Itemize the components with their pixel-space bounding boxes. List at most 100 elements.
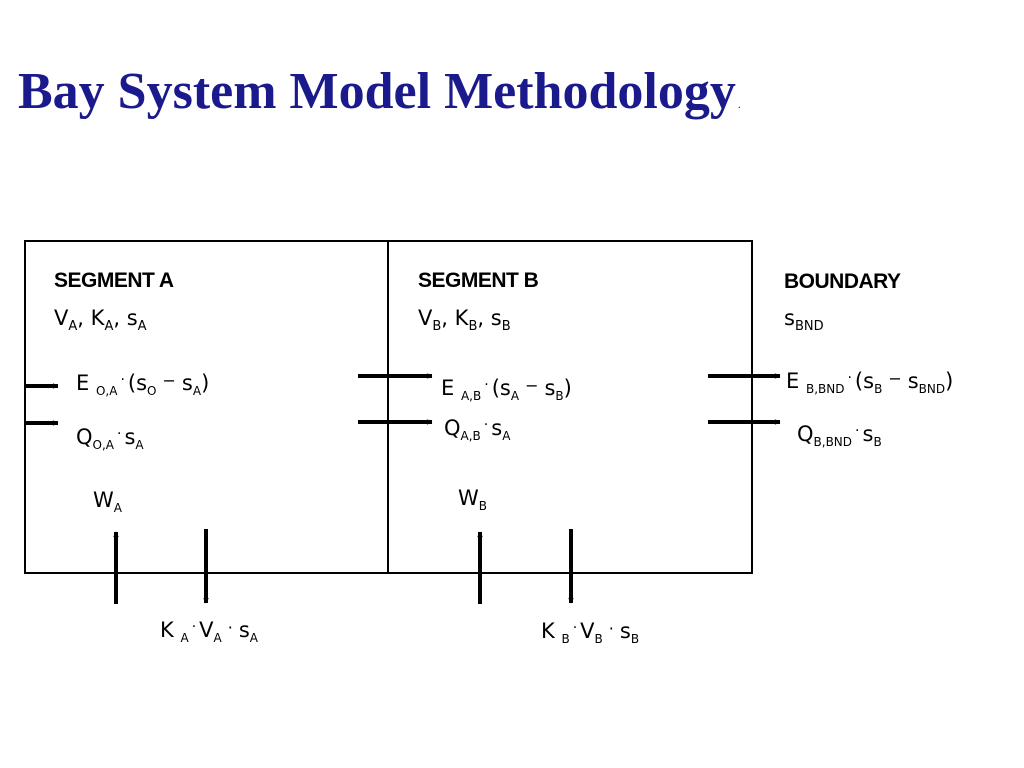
subscript: A [502, 429, 511, 443]
paren: ( [127, 371, 137, 395]
subscript: B [501, 319, 511, 334]
subscript: A [137, 319, 147, 334]
separator: , [113, 306, 121, 330]
segment-b-advection-term: QA,B·sA [444, 416, 510, 443]
segment-b-decay-term: K B·VB·sB [541, 619, 639, 646]
volume-symbol: V [54, 306, 69, 330]
subscript: O,A [92, 438, 114, 452]
title-mark: . [737, 97, 741, 111]
subscript: B,BND [813, 435, 853, 449]
flow-symbol: Q [797, 422, 814, 446]
boundary-exchange-term: E B,BND·(sB−sBND) [786, 369, 954, 396]
volume-symbol: V [580, 619, 595, 643]
exchange-symbol: E [786, 369, 800, 393]
subscript: B [432, 319, 442, 334]
salinity-symbol: s [490, 306, 502, 330]
minus-operator: − [525, 376, 539, 395]
rate-symbol: K [160, 618, 174, 642]
segment-a-exchange-term: E O,A·(sO−sA) [76, 371, 210, 398]
minus-operator: − [888, 369, 902, 388]
boundary-advection-term: QB,BND·sB [797, 422, 882, 449]
subscript: B [468, 319, 478, 334]
subscript: A [135, 438, 144, 452]
paren: ) [945, 369, 954, 393]
salinity-symbol: s [491, 416, 503, 440]
salinity-symbol: s [863, 369, 875, 393]
rate-symbol: K [90, 306, 105, 330]
dot-operator: · [120, 372, 125, 388]
paren: ( [854, 369, 864, 393]
dot-operator: · [608, 619, 614, 638]
exchange-symbol: E [441, 376, 455, 400]
minus-operator: − [162, 371, 176, 390]
dot-operator: · [572, 620, 578, 636]
segment-a-withdrawal: WA [93, 488, 122, 515]
separator: , [477, 306, 485, 330]
salinity-symbol: s [238, 618, 250, 642]
volume-symbol: V [418, 306, 433, 330]
separator: , [77, 306, 84, 330]
paren: ) [201, 371, 210, 395]
segment-b-params: VB, KB, sB [418, 306, 511, 334]
flow-symbol: Q [76, 425, 93, 449]
boundary-param: sBND [784, 306, 824, 334]
subscript: A [213, 631, 222, 645]
subscript: A [510, 389, 520, 403]
salinity-symbol: s [126, 306, 138, 330]
subscript: B [478, 499, 487, 513]
subscript: O [147, 384, 157, 398]
page-title: Bay System Model Methodology. [18, 66, 741, 118]
subscript: B [630, 632, 640, 646]
segment-b-header: SEGMENT B [418, 269, 539, 292]
subscript: O,A [95, 384, 118, 398]
subscript: A [180, 631, 189, 645]
paren: ) [563, 376, 572, 400]
rate-symbol: K [454, 306, 469, 330]
flow-symbol: Q [444, 416, 461, 440]
paren: ( [491, 376, 500, 400]
rate-symbol: K [541, 619, 555, 643]
title-text: Bay System Model Methodology [18, 63, 736, 120]
segment-a-header: SEGMENT A [54, 269, 174, 292]
subscript: BND [794, 319, 824, 334]
subscript: A,B [460, 389, 482, 403]
subscript: A,B [460, 429, 481, 443]
segment-b-exchange-term: E A,B·(sA−sB) [441, 376, 572, 403]
subscript: A [249, 631, 258, 645]
salinity-symbol: s [136, 371, 148, 395]
exchange-symbol: E [76, 371, 90, 395]
subscript: A [104, 319, 114, 334]
salinity-symbol: s [907, 369, 919, 393]
dot-operator: · [484, 377, 489, 393]
dot-operator: · [855, 423, 860, 439]
salinity-symbol: s [619, 619, 631, 643]
subscript: B [594, 632, 603, 646]
subscript: B [555, 389, 564, 403]
salinity-symbol: s [862, 422, 874, 446]
segment-a-advection-term: QO,A·sA [76, 425, 144, 452]
volume-symbol: V [199, 618, 214, 642]
subscript: B [873, 435, 882, 449]
boundary-header: BOUNDARY [784, 270, 901, 293]
dot-operator: · [191, 619, 197, 635]
salinity-symbol: s [181, 371, 193, 395]
subscript: B,BND [805, 382, 845, 396]
segment-a-params: VA, KA, sA [54, 306, 147, 334]
salinity-symbol: s [499, 376, 511, 400]
withdrawal-symbol: W [458, 486, 479, 510]
segment-a-decay-term: K A·VA·sA [160, 618, 258, 645]
withdrawal-symbol: W [93, 488, 114, 512]
subscript: A [192, 384, 202, 398]
salinity-symbol: s [544, 376, 556, 400]
subscript: B [561, 632, 570, 646]
subscript: A [68, 319, 78, 334]
dot-operator: · [227, 618, 233, 637]
dot-operator: · [847, 370, 852, 386]
salinity-symbol: s [784, 306, 795, 330]
separator: , [441, 306, 448, 330]
subscript: BND [918, 382, 946, 396]
subscript: A [113, 501, 122, 515]
subscript: B [874, 382, 883, 396]
dot-operator: · [483, 417, 489, 433]
